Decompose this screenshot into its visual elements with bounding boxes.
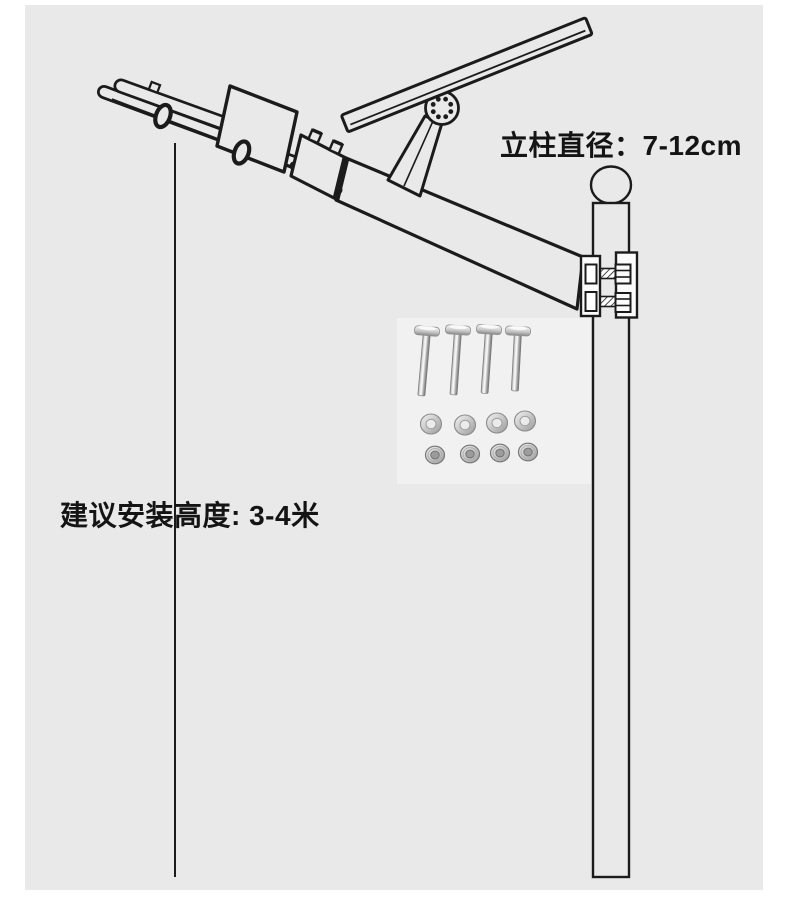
cover-bump (147, 80, 162, 95)
nut (424, 445, 446, 465)
washer (453, 414, 477, 436)
clamp-nut-stack (614, 292, 632, 313)
lamp-head (97, 78, 350, 201)
clamp-threaded-rod (599, 267, 617, 280)
bolt (476, 323, 502, 394)
gray-canvas (25, 5, 763, 890)
clamp-threaded-rod (599, 295, 617, 308)
clamp-slot (584, 263, 598, 285)
clip-ring (231, 139, 252, 166)
clip-ring (153, 102, 173, 130)
panel-hinge-disc (424, 90, 460, 126)
bolt (505, 325, 531, 392)
washer (485, 412, 509, 434)
bolt-tab (306, 128, 324, 145)
pole-clamp (579, 251, 639, 319)
clamp-slot (584, 291, 598, 312)
nut (489, 443, 511, 463)
washer (419, 413, 443, 435)
clamp-nut-stack (614, 263, 632, 285)
mounting-hardware (414, 323, 539, 465)
nut (459, 444, 481, 464)
washer (513, 410, 537, 432)
bolt-tab (327, 139, 345, 156)
pole-diameter-label: 立柱直径：7-12cm (500, 130, 743, 161)
bolt (414, 325, 440, 397)
arm-collar (332, 157, 350, 200)
install-height-label: 建议安装高度: 3-4米 (60, 500, 320, 531)
pole-ball-top (589, 165, 633, 205)
bolt (445, 324, 471, 396)
solar-panel (340, 16, 594, 133)
nut (517, 442, 539, 462)
